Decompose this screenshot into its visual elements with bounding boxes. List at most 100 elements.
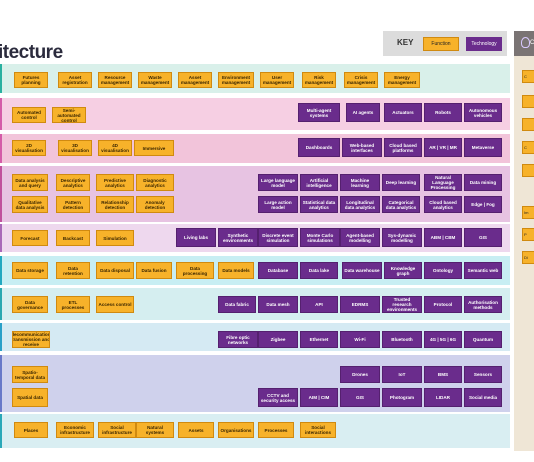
function-tile: Data retention xyxy=(56,262,90,279)
technology-tile: Dashboards xyxy=(298,138,340,157)
technology-tile: Social media xyxy=(464,388,502,407)
technology-tile: Sys-dynamic modelling xyxy=(382,228,422,247)
technology-tile: Protocol xyxy=(424,296,462,313)
page-title: itecture xyxy=(0,42,63,63)
function-tile: Data models xyxy=(218,262,254,279)
technology-tile: Natural Language Processing xyxy=(424,174,462,191)
technology-tile: AI agents xyxy=(346,103,380,122)
function-tile: 2D visualisation xyxy=(12,140,46,156)
function-tile: Relationship detection xyxy=(96,196,134,213)
layer-band-edge xyxy=(0,166,2,222)
function-tile: Crisis management xyxy=(344,72,378,88)
right-panel xyxy=(514,31,534,451)
technology-tile: Web-based interfaces xyxy=(342,138,382,157)
technology-tile: Statistical data analytics xyxy=(300,196,338,213)
function-tile: User management xyxy=(260,72,294,88)
right-panel-heading: C xyxy=(530,40,534,46)
layer-band-edge xyxy=(0,288,2,320)
layer-band-edge xyxy=(0,64,2,93)
right-panel-item xyxy=(522,95,534,108)
right-panel-item: C xyxy=(522,70,534,83)
technology-tile: AR | VR | MR xyxy=(424,138,462,157)
technology-tile: Cloud based analytics xyxy=(424,196,462,213)
function-tile: Asset registration xyxy=(58,72,92,88)
technology-tile: Data mesh xyxy=(258,296,298,313)
function-tile: Immersive xyxy=(134,140,174,156)
layer-band-edge xyxy=(0,323,2,351)
technology-tile: Edge | Fog xyxy=(464,196,502,213)
technology-tile: Cloud based platforms xyxy=(384,138,422,157)
function-tile: Data processing xyxy=(176,262,214,279)
function-tile: Processes xyxy=(258,422,294,438)
technology-tile: GIS xyxy=(340,388,380,407)
technology-tile: Discrete event simulation xyxy=(258,228,298,247)
function-tile: Risk management xyxy=(302,72,336,88)
right-panel-item: Im xyxy=(522,206,534,219)
technology-tile: Actuators xyxy=(384,103,422,122)
function-tile: Social infrastructure xyxy=(98,422,136,438)
function-tile: Anomaly detection xyxy=(136,196,174,213)
function-tile: Data disposal xyxy=(96,262,134,279)
function-tile: Diagnostic analytics xyxy=(136,174,174,191)
layer-band-edge xyxy=(0,98,2,130)
technology-tile: Wi-Fi xyxy=(340,331,380,348)
function-tile: Data fusion xyxy=(136,262,172,279)
function-tile: Automated control xyxy=(12,107,46,123)
layer-band-edge xyxy=(0,256,2,285)
function-tile: Organisations xyxy=(218,422,254,438)
technology-tile: Data mining xyxy=(464,174,502,191)
technology-tile: Photogram xyxy=(382,388,422,407)
layer-band-edge xyxy=(0,224,2,252)
technology-tile: Zigbee xyxy=(258,331,298,348)
technology-tile: Agent-based modelling xyxy=(340,228,380,247)
function-tile: Pattern detection xyxy=(56,196,90,213)
function-tile: 4D visualisation xyxy=(98,140,132,156)
layer-band-edge xyxy=(0,134,2,163)
technology-tile: Deep learning xyxy=(382,174,420,191)
function-tile: Backcast xyxy=(56,230,90,246)
key-label: KEY xyxy=(397,38,414,47)
technology-tile: Trusted research environments xyxy=(382,296,422,313)
function-tile: Social interactions xyxy=(300,422,336,438)
technology-tile: LIDAR xyxy=(424,388,462,407)
technology-tile: API xyxy=(300,296,338,313)
technology-tile: Data lake xyxy=(300,262,338,279)
right-panel-item xyxy=(522,164,534,177)
technology-tile: Quantum xyxy=(464,331,502,348)
technology-tile: Ethernet xyxy=(300,331,338,348)
function-tile: Futures planning xyxy=(14,72,48,88)
technology-tile: Semantic web xyxy=(464,262,502,279)
technology-tile: Data fabric xyxy=(218,296,256,313)
function-tile: Data governance xyxy=(12,296,48,313)
technology-tile: Sensors xyxy=(464,366,502,383)
technology-tile: AIM | CIM xyxy=(300,388,338,407)
right-panel-item xyxy=(522,118,534,131)
function-tile: Spatio-temporal data xyxy=(12,366,48,383)
technology-tile: Bluetooth xyxy=(382,331,422,348)
function-tile: Qualitative data analysis xyxy=(12,196,48,213)
function-tile: 3D visualisation xyxy=(58,140,92,156)
layer-band-edge xyxy=(0,355,2,412)
technology-tile: Large language model xyxy=(258,174,298,191)
technology-tile: Knowledge graph xyxy=(384,262,422,279)
technology-tile: Database xyxy=(258,262,298,279)
technology-tile: CCTV and security access xyxy=(258,388,298,407)
function-tile: Predictive analytics xyxy=(96,174,134,191)
right-panel-item: C xyxy=(522,141,534,154)
technology-tile: Monte Carlo simulations xyxy=(300,228,340,247)
technology-tile: Drones xyxy=(340,366,380,383)
function-tile: Telecommunications, transmission and rec… xyxy=(12,331,50,348)
technology-tile: Longitudinal data analytics xyxy=(340,196,380,213)
technology-tile: Robots xyxy=(424,103,462,122)
technology-tile: Multi-agent systems xyxy=(298,103,340,122)
brain-icon xyxy=(521,37,530,48)
technology-tile: IoT xyxy=(382,366,422,383)
function-tile: Assets xyxy=(178,422,214,438)
function-tile: Places xyxy=(14,422,48,438)
technology-tile: Categorical data analytics xyxy=(382,196,420,213)
function-tile: Forecast xyxy=(12,230,48,246)
function-tile: Descriptive analytics xyxy=(56,174,90,191)
function-tile: Access control xyxy=(96,296,134,313)
technology-tile: BMS xyxy=(424,366,462,383)
technology-tile: Autonomous vehicles xyxy=(464,103,502,122)
